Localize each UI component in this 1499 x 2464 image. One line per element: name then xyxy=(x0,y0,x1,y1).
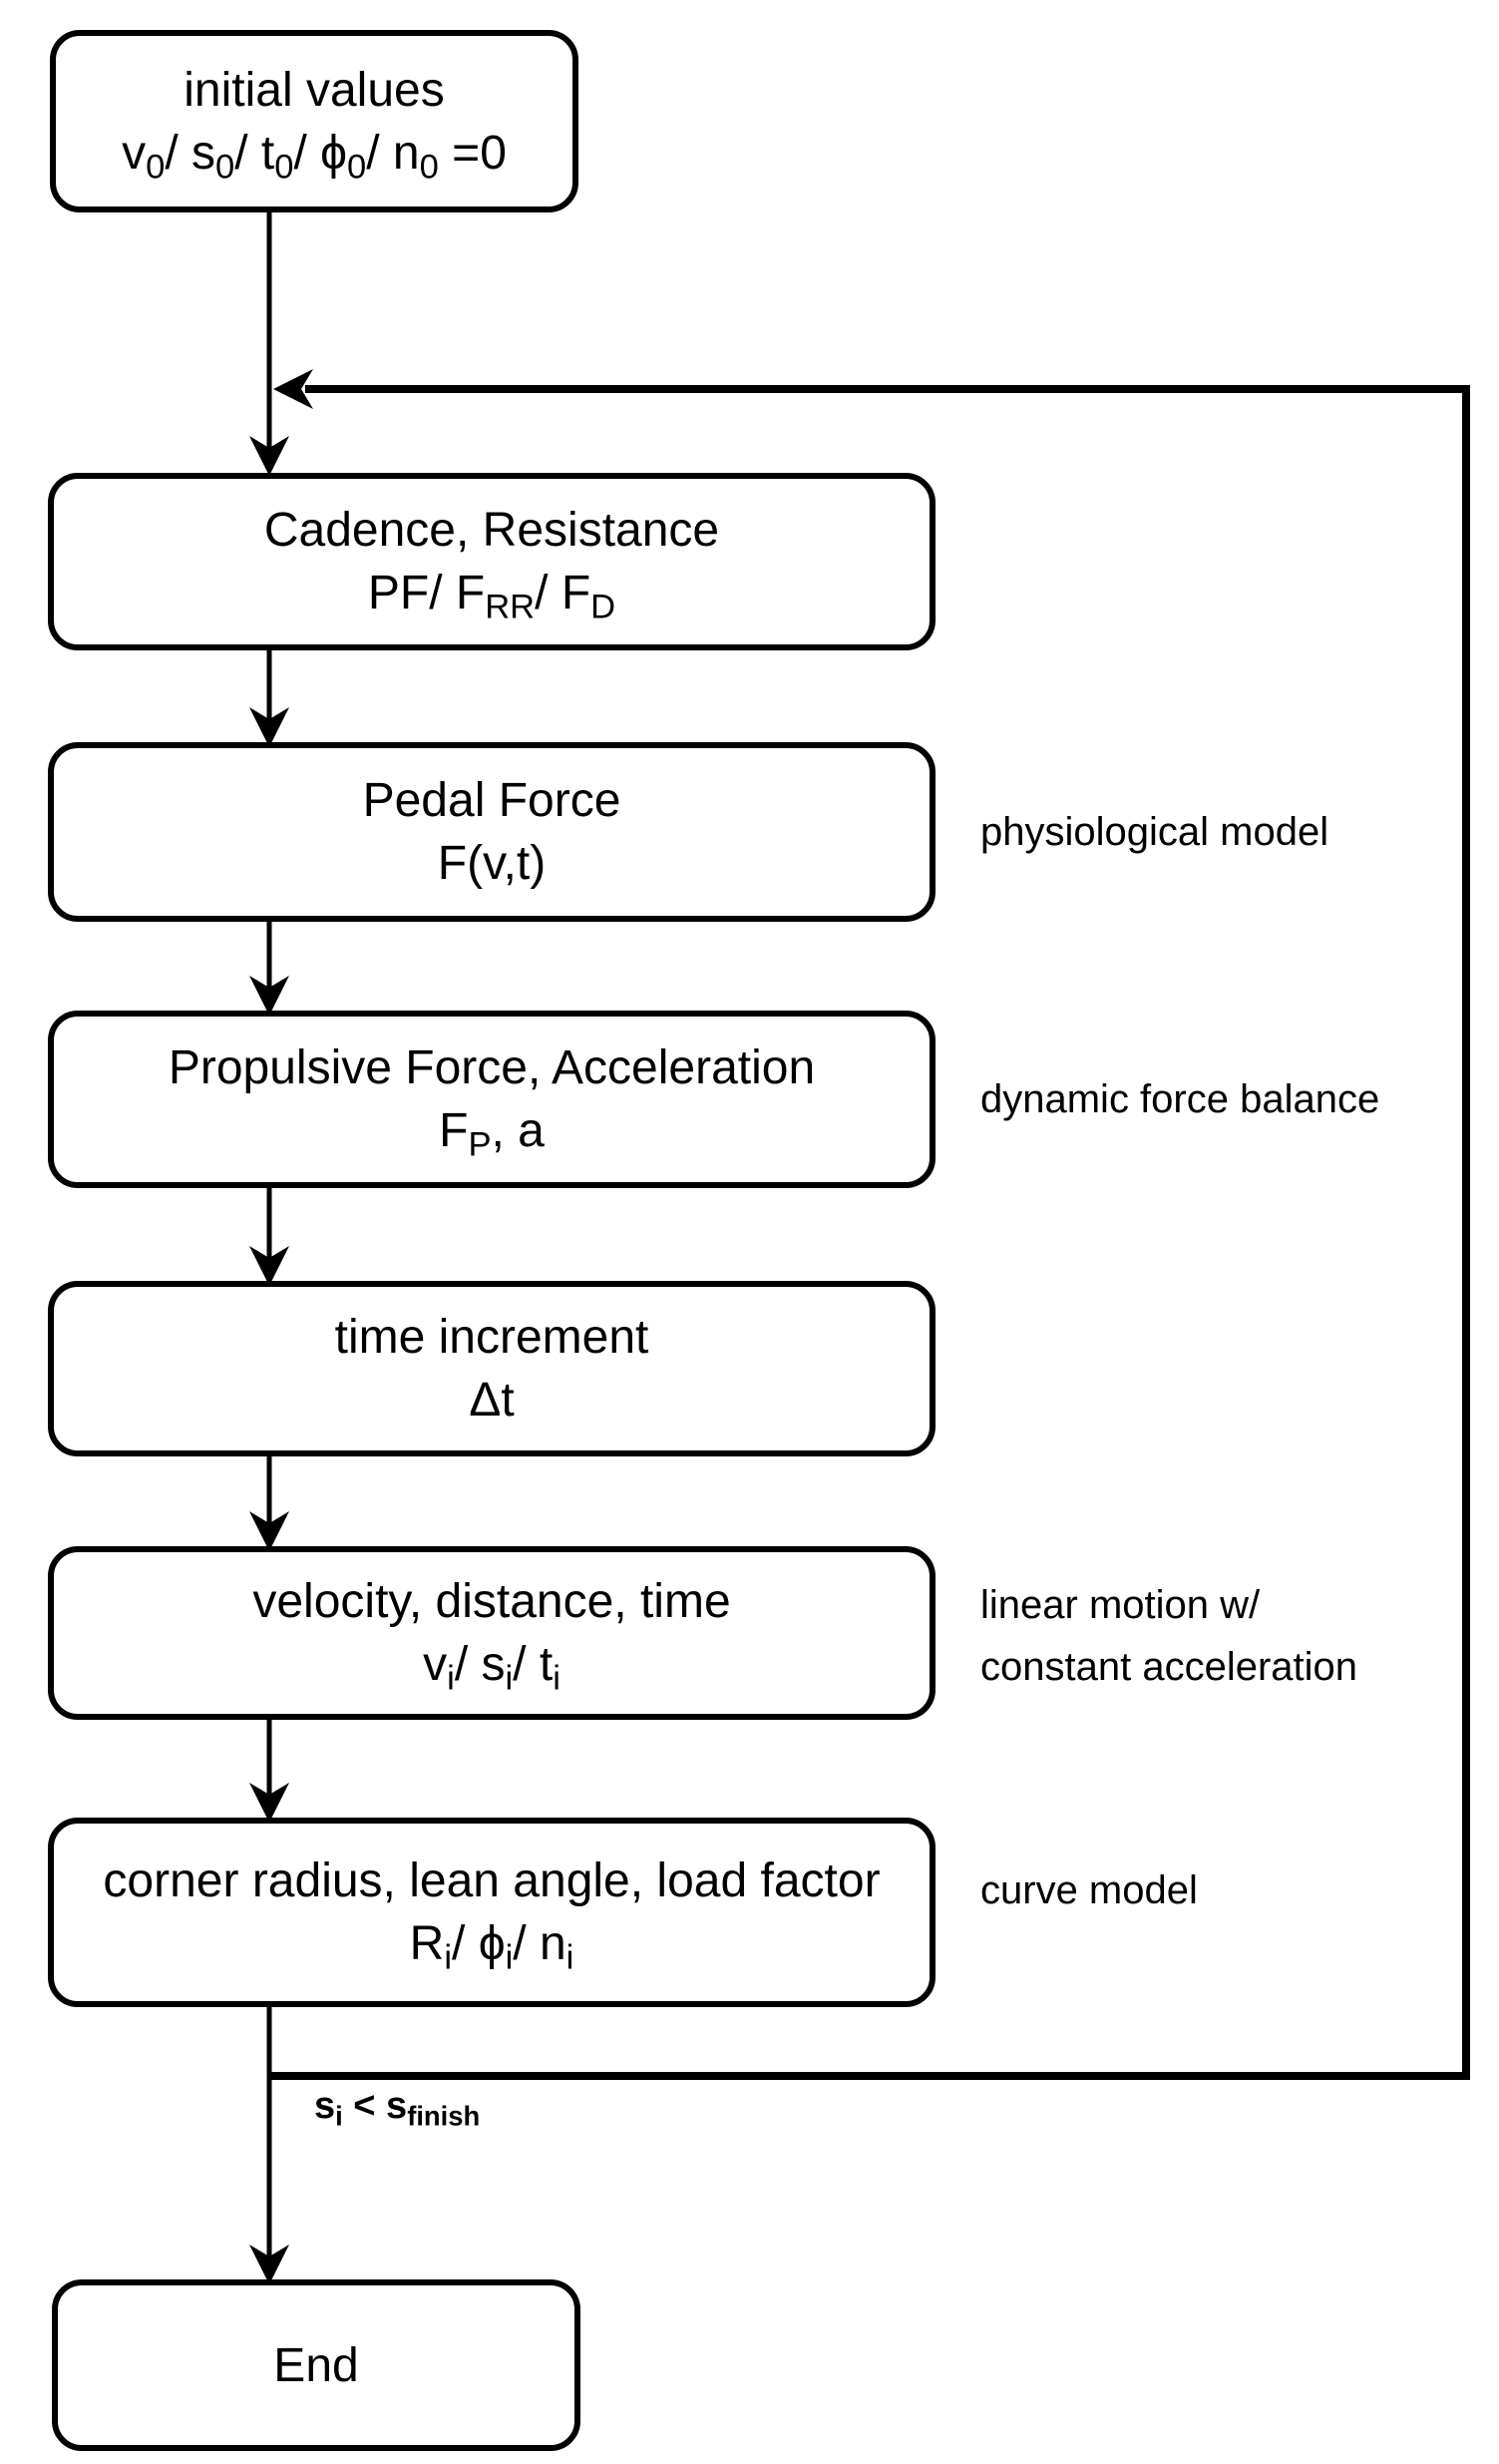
box-formula: F(v,t) xyxy=(437,837,547,890)
side-label-line: dynamic force balance xyxy=(980,1077,1380,1121)
flow-box-initial-values: initial values v0/ s0/ t0/ ϕ0/ n0 =0 xyxy=(50,30,578,212)
side-label-line: physiological model xyxy=(980,810,1329,854)
arrowhead-down-into-corner-icon xyxy=(249,1783,289,1823)
box-title: time increment xyxy=(334,1311,649,1364)
flow-box-time-increment: time increment Δt xyxy=(48,1281,936,1456)
box-title: Cadence, Resistance xyxy=(263,504,720,557)
side-label-line: linear motion w/ xyxy=(980,1583,1261,1627)
flow-box-cadence-resistance: Cadence, Resistance PF/ FRR/ FD xyxy=(48,473,936,650)
box-formula: FP, a xyxy=(439,1104,545,1164)
flow-box-propulsive-force-acceleration: Propulsive Force, Acceleration FP, a xyxy=(48,1011,936,1188)
side-label-line: constant acceleration xyxy=(980,1645,1358,1689)
side-label-curve-model: curve model xyxy=(980,1859,1198,1921)
box-title: initial values xyxy=(184,63,445,117)
box-formula: Ri/ ϕi/ ni xyxy=(409,1917,574,1977)
box-formula: v0/ s0/ t0/ ϕ0/ n0 =0 xyxy=(122,126,507,187)
side-label-linear-motion: linear motion w/ constant acceleration xyxy=(980,1574,1357,1698)
flow-box-velocity-distance-time: velocity, distance, time vi/ si/ ti xyxy=(48,1546,936,1720)
box-title: Pedal Force xyxy=(362,774,621,827)
box-formula: vi/ si/ ti xyxy=(423,1638,561,1698)
flow-box-pedal-force: Pedal Force F(v,t) xyxy=(48,742,936,922)
arrowhead-down-into-propulsive-icon xyxy=(249,976,289,1016)
flow-box-end: End xyxy=(52,2279,580,2451)
box-title: End xyxy=(273,2338,359,2392)
arrowhead-down-into-end-icon xyxy=(249,2245,289,2284)
arrowhead-left-feedback-merge-icon xyxy=(273,369,313,409)
feedback-loop-line xyxy=(269,385,1470,2080)
loop-condition-label: si < sfinish xyxy=(314,2085,481,2132)
side-label-physiological-model: physiological model xyxy=(980,801,1328,863)
arrowhead-down-into-velocity-icon xyxy=(249,1511,289,1551)
box-title: velocity, distance, time xyxy=(252,1575,731,1628)
side-label-dynamic-force-balance: dynamic force balance xyxy=(980,1068,1379,1130)
arrowhead-down-into-pedal-icon xyxy=(249,707,289,747)
box-title: corner radius, lean angle, load factor xyxy=(103,1854,881,1907)
box-formula: PF/ FRR/ FD xyxy=(367,567,616,626)
arrowhead-down-into-time-icon xyxy=(249,1246,289,1286)
flow-box-corner-radius-lean-angle-load-factor: corner radius, lean angle, load factor R… xyxy=(48,1818,936,2007)
side-label-line: curve model xyxy=(980,1868,1198,1912)
arrowhead-down-into-cadence-icon xyxy=(249,436,289,476)
box-title: Propulsive Force, Acceleration xyxy=(168,1041,816,1094)
box-formula: Δt xyxy=(469,1374,515,1427)
